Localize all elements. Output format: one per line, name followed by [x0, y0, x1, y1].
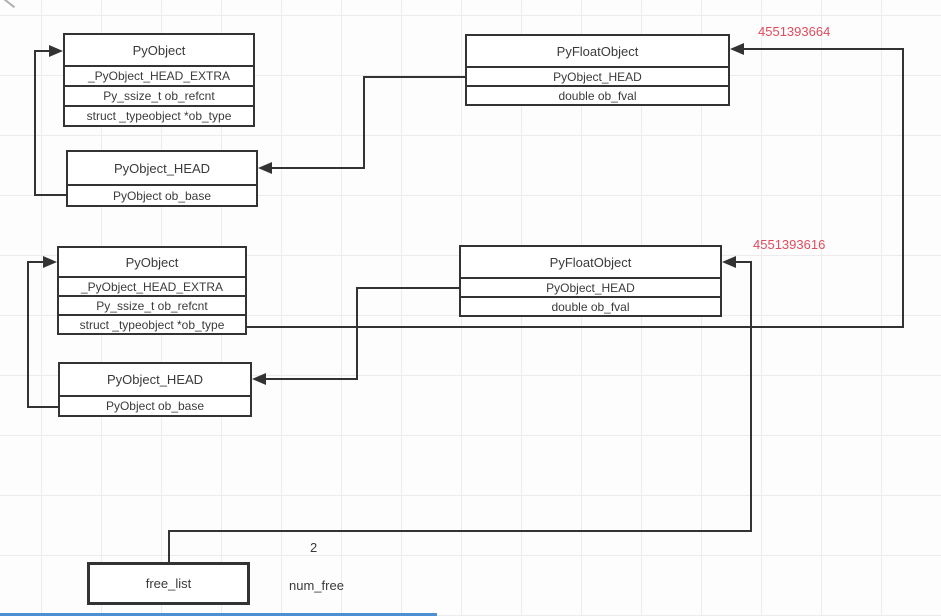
connector-g2-floathead-v	[356, 287, 358, 379]
arrowhead-into-pyfloatobject-2	[722, 256, 736, 268]
pyobject-2-field-ob-type: struct _typeobject *ob_type	[59, 314, 245, 333]
free-list-box: free_list	[87, 562, 250, 605]
arrowhead-into-pyobject-head-1	[258, 162, 272, 174]
bottom-blue-line	[0, 613, 437, 616]
pyobject-2-title: PyObject	[125, 254, 179, 270]
pyobject-head-2-title: PyObject_HEAD	[106, 372, 204, 387]
pyfloatobject-2-title: PyFloatObject	[549, 254, 632, 270]
pyobject-head-1-title: PyObject_HEAD	[113, 160, 211, 176]
pyfloatobject-1-field-ob-fval: double ob_fval	[467, 85, 728, 104]
corner-stroke-mark	[2, 0, 16, 9]
pyobject-head-1-field-ob-base: PyObject ob_base	[68, 184, 256, 205]
connector-g2-floathead-h2	[265, 378, 358, 380]
connector-g2-obbase-h	[27, 406, 58, 408]
connector-g1-floathead-h	[363, 76, 465, 78]
pyfloatobject-1-title: PyFloatObject	[556, 43, 639, 59]
num-free-label: num_free	[289, 578, 344, 593]
connector-freelist-h-top	[735, 261, 752, 263]
connector-g1-obbase-v	[34, 50, 36, 196]
pyobject-head-struct-1: PyObject_HEAD PyObject ob_base	[66, 150, 258, 207]
connector-g1-floathead-h2	[271, 167, 365, 169]
pyfloatobject-2-field-ob-fval: double ob_fval	[461, 296, 720, 315]
pyobject-struct-1: PyObject _PyObject_HEAD_EXTRA Py_ssize_t…	[63, 33, 255, 127]
pyobject-2-field-ob-refcnt: Py_ssize_t ob_refcnt	[59, 295, 245, 314]
pyobject-head-struct-2: PyObject_HEAD PyObject ob_base	[58, 362, 252, 417]
pyfloatobject-1-field-head: PyObject_HEAD	[467, 66, 728, 85]
connector-freelist-v	[750, 261, 752, 532]
memory-address-label-2: 4551393616	[753, 237, 826, 252]
connector-freelist-h-bottom	[168, 530, 752, 532]
pyfloatobject-struct-1: PyFloatObject PyObject_HEAD double ob_fv…	[465, 34, 730, 106]
connector-chain-v	[902, 48, 904, 328]
arrowhead-into-pyobject-1	[49, 45, 63, 57]
connector-g1-obbase-h	[34, 194, 66, 196]
pyfloatobject-struct-2: PyFloatObject PyObject_HEAD double ob_fv…	[459, 245, 722, 317]
connector-chain-h-top	[743, 48, 904, 50]
arrowhead-into-pyfloatobject-1	[730, 43, 744, 55]
pyobject-1-field-head-extra: _PyObject_HEAD_EXTRA	[65, 65, 253, 85]
pyobject-struct-2: PyObject _PyObject_HEAD_EXTRA Py_ssize_t…	[57, 246, 247, 335]
pyobject-head-2-field-ob-base: PyObject ob_base	[60, 395, 250, 415]
connector-g1-floathead-v	[363, 76, 365, 168]
num-free-value: 2	[310, 540, 318, 555]
connector-g2-floathead-h	[356, 287, 459, 289]
pyobject-1-field-ob-type: struct _typeobject *ob_type	[65, 105, 253, 125]
pyobject-2-field-head-extra: _PyObject_HEAD_EXTRA	[59, 276, 245, 295]
connector-g1-obbase-h2	[34, 50, 50, 52]
pyobject-1-title: PyObject	[132, 42, 186, 58]
connector-freelist-v2	[168, 530, 170, 563]
connector-g2-obbase-h2	[27, 261, 44, 263]
pyfloatobject-2-field-head: PyObject_HEAD	[461, 277, 720, 296]
arrowhead-into-pyobject-head-2	[252, 373, 266, 385]
arrowhead-into-pyobject-2	[43, 256, 57, 268]
memory-address-label-1: 4551393664	[758, 24, 831, 39]
pyobject-1-field-ob-refcnt: Py_ssize_t ob_refcnt	[65, 85, 253, 105]
connector-g2-obbase-v	[27, 261, 29, 408]
connector-chain-h-bottom	[247, 326, 904, 328]
free-list-label: free_list	[145, 576, 192, 591]
